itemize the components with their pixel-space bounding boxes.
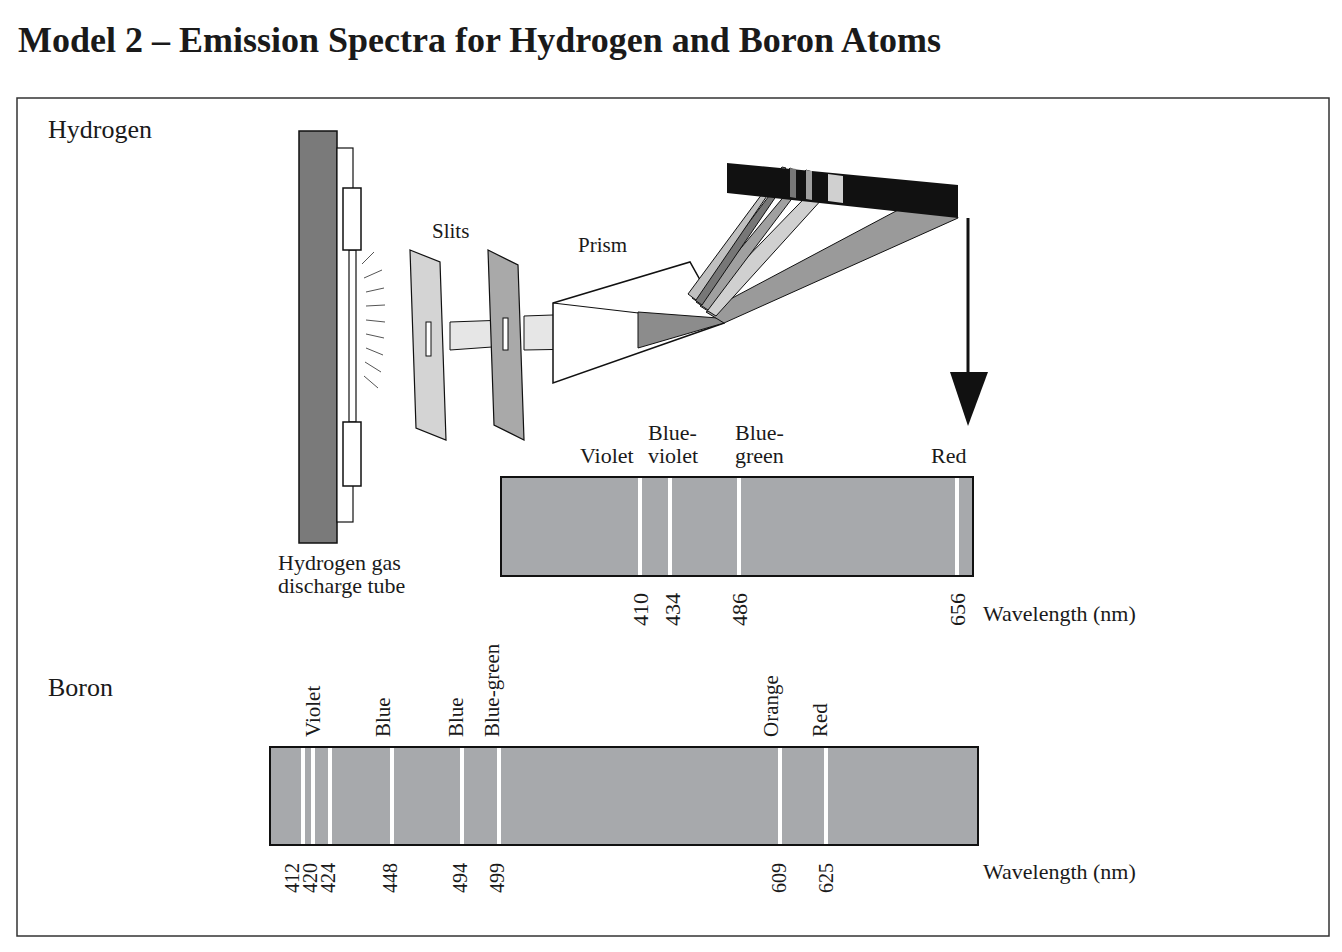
- title: Model 2 – Emission Spectra for Hydrogen …: [18, 22, 941, 60]
- wavelength: 609: [769, 863, 790, 893]
- wavelength: 494: [450, 863, 471, 893]
- color-label: Blue: [445, 697, 467, 737]
- part-name: Prism: [578, 234, 627, 256]
- wavelength: 656: [946, 593, 969, 626]
- color-label: Blue: [372, 697, 394, 737]
- color-label: Blue- green: [735, 421, 797, 467]
- axis-label: Wavelength (nm): [983, 602, 1136, 625]
- section-heading: Boron: [48, 674, 113, 701]
- tube-stand: [299, 131, 337, 543]
- arrowhead: [950, 372, 988, 426]
- color-label: Violet: [580, 444, 634, 467]
- part-name: Hydrogen gas discharge tube: [278, 551, 453, 597]
- slit: [503, 318, 508, 350]
- frame: [17, 98, 1329, 936]
- color-label: Orange: [760, 675, 782, 737]
- slit-plate: [488, 250, 524, 440]
- spectrum-band: [270, 747, 978, 845]
- screen: [727, 163, 958, 218]
- slit-plate: [410, 250, 446, 440]
- wavelength: 448: [380, 863, 401, 893]
- slit: [426, 322, 431, 356]
- spectrum-band: [501, 477, 973, 576]
- section-heading: Hydrogen: [48, 116, 152, 143]
- arrow: [967, 218, 970, 385]
- electrode: [343, 188, 361, 250]
- wavelength: 434: [661, 593, 684, 626]
- emission-lines: [303, 748, 826, 844]
- glow-rays: [362, 252, 385, 388]
- color-label: Violet: [302, 686, 324, 737]
- wavelength: 424: [318, 863, 339, 893]
- wavelength: 410: [629, 593, 652, 626]
- color-label: Red: [809, 703, 831, 737]
- electrode: [343, 422, 361, 486]
- refracted-beam: [638, 312, 724, 348]
- wavelength: 499: [487, 863, 508, 893]
- color-label: Red: [931, 444, 966, 467]
- emission-lines: [640, 478, 957, 575]
- part-name: Slits: [432, 220, 469, 242]
- wavelength: 625: [816, 863, 837, 893]
- axis-label: Wavelength (nm): [983, 860, 1136, 883]
- glass-tube: [349, 250, 356, 422]
- color-label: Blue- violet: [648, 421, 710, 467]
- wavelength: 486: [728, 593, 751, 626]
- color-label: Blue-green: [481, 644, 503, 737]
